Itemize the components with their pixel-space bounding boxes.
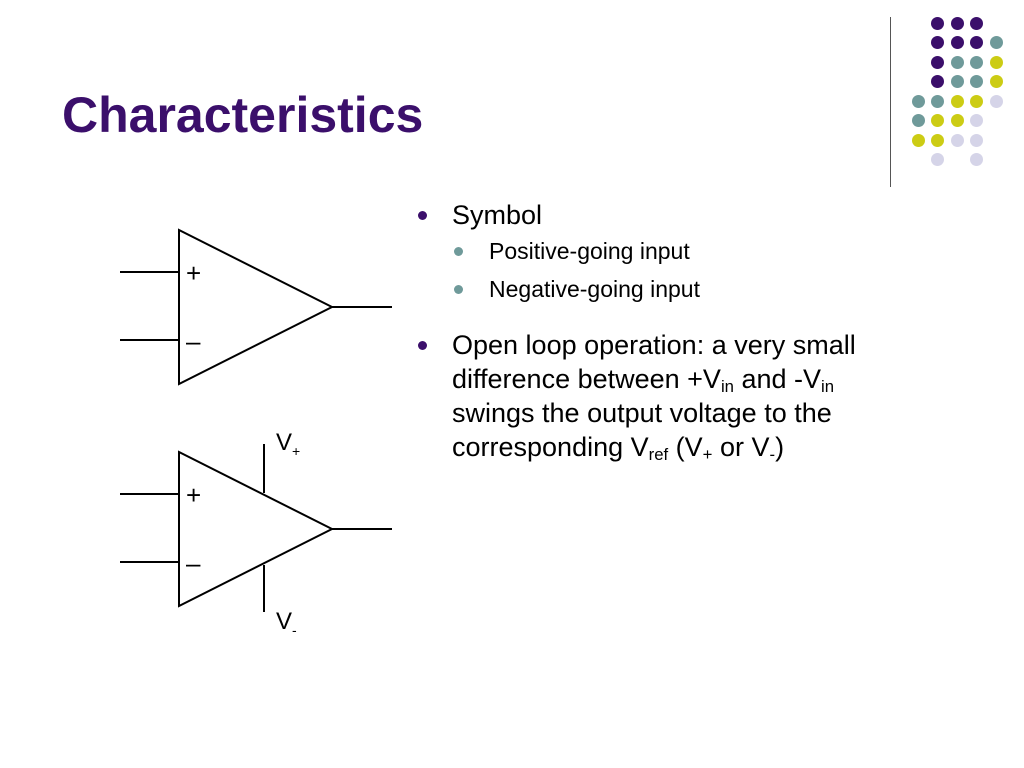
decorative-dot bbox=[911, 114, 925, 127]
vminus-label: V- bbox=[276, 608, 297, 638]
decorative-dot bbox=[950, 36, 964, 49]
subbullet-positive-input-text: Positive-going input bbox=[489, 238, 690, 264]
decorative-dot bbox=[970, 133, 983, 147]
opamp1-triangle bbox=[178, 228, 335, 386]
decorative-dot bbox=[989, 55, 1003, 69]
opamp-symbol-basic: + – bbox=[120, 228, 392, 386]
opamp1-plus-sign: + bbox=[186, 258, 201, 288]
decorative-dot bbox=[950, 94, 964, 108]
bullet-open-loop-text: Open loop operation: a very small differ… bbox=[452, 330, 856, 465]
decorative-dot bbox=[989, 94, 1003, 108]
opamp2-triangle bbox=[178, 450, 335, 608]
bullet-symbol-text: Symbol bbox=[452, 200, 543, 230]
decorative-dot bbox=[911, 133, 925, 147]
decorative-dot bbox=[950, 114, 964, 127]
subbullet-positive-input: Positive-going input bbox=[412, 232, 912, 270]
opamp-symbol-with-supplies: + – V+ V- bbox=[120, 429, 392, 638]
decorative-dot bbox=[931, 55, 944, 69]
decorative-dot bbox=[950, 55, 964, 69]
vplus-label: V+ bbox=[276, 429, 300, 459]
opamp2-plus-sign: + bbox=[186, 480, 201, 510]
decorative-dot bbox=[931, 133, 944, 147]
slide-title: Characteristics bbox=[62, 87, 424, 143]
decorative-dot bbox=[931, 114, 944, 127]
decorative-dot bbox=[931, 36, 944, 49]
decorative-dot bbox=[931, 16, 944, 30]
decorative-dot bbox=[931, 153, 944, 166]
decorative-dot bbox=[950, 75, 964, 88]
decorative-dot bbox=[970, 94, 983, 108]
decorative-dot bbox=[970, 16, 983, 30]
decorative-dot bbox=[970, 75, 983, 88]
bullet-dot-icon bbox=[418, 211, 427, 220]
decorative-dot bbox=[950, 16, 964, 30]
decorative-dot bbox=[970, 36, 983, 49]
bullet-list: Symbol Positive-going input Negative-goi… bbox=[412, 198, 912, 464]
decorative-dot bbox=[931, 75, 944, 88]
decorative-dot bbox=[989, 75, 1003, 88]
decorative-dot bbox=[989, 36, 1003, 49]
header-divider bbox=[890, 17, 891, 187]
decorative-dot bbox=[911, 94, 925, 108]
decorative-dot bbox=[970, 55, 983, 69]
subbullet-dot-icon bbox=[454, 285, 463, 294]
bullet-dot-icon bbox=[418, 341, 427, 350]
subbullet-negative-input: Negative-going input bbox=[412, 270, 912, 308]
subbullet-dot-icon bbox=[454, 247, 463, 256]
decorative-dot bbox=[950, 133, 964, 147]
opamp-symbols-diagram: + – + – V+ V- bbox=[120, 228, 392, 638]
decorative-dot bbox=[970, 114, 983, 127]
decorative-dot bbox=[970, 153, 983, 166]
bullet-symbol: Symbol bbox=[412, 198, 912, 232]
bullet-open-loop: Open loop operation: a very small differ… bbox=[412, 328, 912, 464]
decorative-dot bbox=[931, 94, 944, 108]
subbullet-negative-input-text: Negative-going input bbox=[489, 276, 700, 302]
opamp2-minus-sign: – bbox=[186, 548, 201, 578]
opamp1-minus-sign: – bbox=[186, 326, 201, 356]
